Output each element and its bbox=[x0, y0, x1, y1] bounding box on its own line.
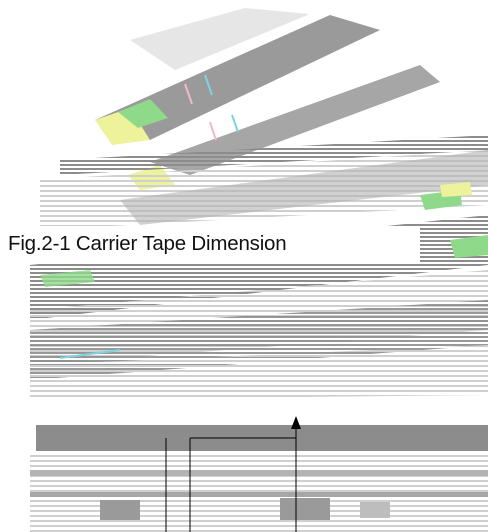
tape-perspective-view bbox=[30, 8, 488, 400]
tape-strip-1 bbox=[130, 8, 310, 70]
tape-cross-section bbox=[30, 416, 488, 532]
tape-green-mark bbox=[118, 99, 168, 128]
scan-band-1 bbox=[60, 135, 488, 175]
tape-strip-2 bbox=[95, 15, 380, 140]
tape-yellow-mark bbox=[95, 108, 150, 145]
dimension-arrow-up bbox=[291, 416, 301, 429]
scan-band-5 bbox=[30, 345, 488, 400]
figure-caption: Fig.2-1 Carrier Tape Dimension bbox=[8, 232, 287, 255]
tape-strip-3 bbox=[150, 65, 440, 175]
